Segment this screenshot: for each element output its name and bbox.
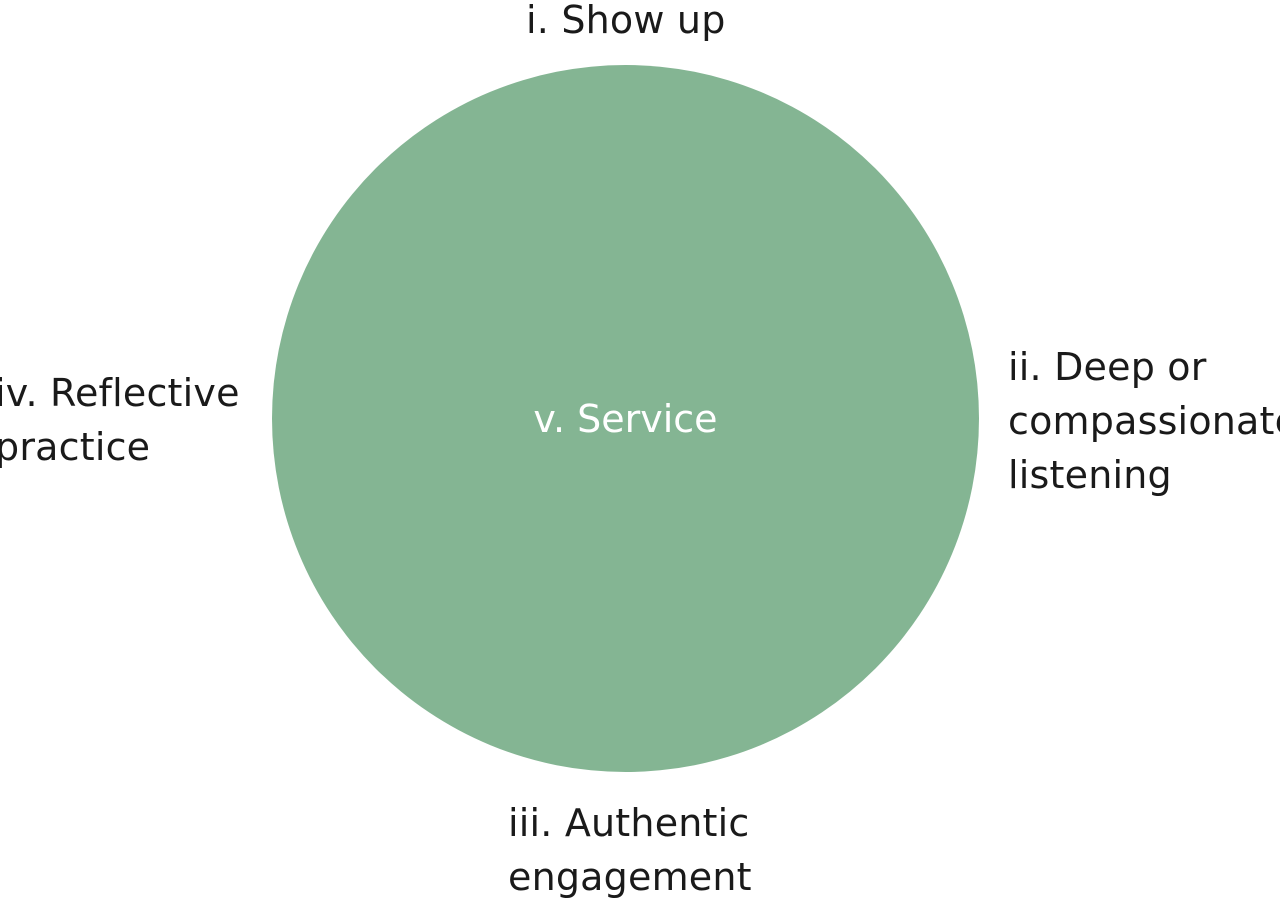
- label-show-up-line-1: i. Show up: [526, 0, 726, 42]
- label-authentic-engagement-line-2: engagement: [508, 855, 752, 899]
- label-reflective-practice: iv. Reflective practice: [0, 366, 240, 474]
- label-reflective-practice-line-2: practice: [0, 425, 151, 469]
- label-deep-listening-line-1: ii. Deep or: [1008, 345, 1207, 389]
- label-deep-listening: ii. Deep or compassionate listening: [1008, 340, 1280, 502]
- label-authentic-engagement: iii. Authentic engagement: [508, 796, 752, 904]
- label-show-up: i. Show up: [526, 0, 726, 47]
- center-label-service: v. Service: [533, 397, 718, 441]
- label-deep-listening-line-3: listening: [1008, 453, 1172, 497]
- label-authentic-engagement-line-1: iii. Authentic: [508, 801, 750, 845]
- service-circle: [272, 65, 979, 772]
- label-deep-listening-line-2: compassionate: [1008, 399, 1280, 443]
- label-reflective-practice-line-1: iv. Reflective: [0, 371, 240, 415]
